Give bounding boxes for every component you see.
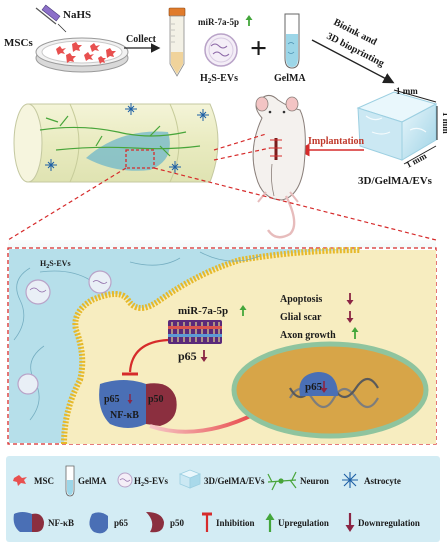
bioprinting-arrow — [311, 39, 395, 84]
h2s-evs-label-panel: H2S-EVs — [40, 259, 71, 270]
gelma-tube-legend-icon — [65, 465, 75, 497]
legend-h2s-evs: H2S-EVs — [134, 476, 169, 488]
rat-icon — [252, 94, 306, 239]
axon-growth-up-arrow — [351, 327, 359, 339]
nucleus-p65-label: p65 — [305, 381, 323, 393]
upregulation-legend-icon — [265, 513, 275, 532]
legend-p50: p50 — [170, 518, 185, 528]
nfkb-label: NF-κB — [110, 410, 139, 421]
p50-legend-icon — [146, 512, 164, 533]
neuron-icon — [267, 471, 297, 491]
nucleus-p65-down-arrow — [320, 381, 328, 393]
downregulation-legend-icon — [345, 513, 355, 532]
dim-top: 1 mm — [396, 86, 418, 96]
p65-down-label: p65 — [178, 349, 197, 363]
cell-membrane — [61, 247, 361, 445]
nahs-label: NaHS — [63, 9, 91, 21]
h2s-ev-vesicle-icon — [204, 33, 238, 67]
cube-legend-icon — [178, 469, 202, 489]
dimension-lines — [393, 89, 438, 165]
legend-panel — [6, 456, 440, 542]
inhibition-legend-icon — [202, 512, 212, 532]
legend-msc: MSC — [34, 476, 54, 486]
zoom-connectors — [7, 133, 437, 241]
ecm-fibers — [13, 251, 261, 421]
msc-icon — [13, 475, 27, 486]
h2s-ev-legend-icon — [117, 472, 133, 488]
plus-sign: + — [250, 32, 267, 65]
mir-label-top: miR-7a-5p — [198, 17, 239, 27]
legend-downregulation: Downregulation — [358, 518, 420, 528]
centrifuge-tube-icon — [168, 7, 186, 77]
p65-in-nucleus — [299, 372, 338, 396]
inhibition-line — [128, 338, 169, 373]
mscs-label: MSCs — [4, 37, 33, 49]
glial-scar-down-arrow — [346, 311, 354, 323]
implantation-label: Implantation — [308, 136, 365, 147]
legend-neuron: Neuron — [300, 476, 329, 486]
gelma-label-top: GelMA — [274, 73, 306, 84]
spinal-cord-conduit — [13, 103, 219, 183]
legend-gelma: GelMA — [78, 476, 107, 486]
astrocyte-icon — [342, 472, 358, 488]
msc-dish — [35, 37, 129, 73]
h2s-evs-label-top: H2S-EVs — [200, 73, 238, 85]
legend-construct: 3D/GelMA/EVs — [204, 476, 265, 486]
apoptosis-down-arrow — [346, 293, 354, 305]
axon-growth-label: Axon growth — [280, 330, 336, 341]
gelma-tube-icon — [284, 13, 300, 69]
ev-vesicles — [17, 270, 112, 395]
p65-legend-icon — [89, 512, 108, 534]
nfkb-p50-label: p50 — [148, 394, 164, 405]
nfkb-p65-label: p65 — [104, 394, 120, 405]
gelma-cube-construct — [356, 91, 438, 161]
syringe-icon — [35, 4, 67, 33]
nfkb-legend-icon — [13, 512, 44, 532]
apoptosis-label: Apoptosis — [280, 294, 322, 305]
mir-label-panel: miR-7a-5p — [178, 305, 228, 317]
mirna-bundle-icon — [168, 320, 222, 344]
legend-upregulation: Upregulation — [278, 518, 329, 528]
nfkb-complex: p65 p50 NF-κB — [99, 380, 177, 428]
glial-scar-label: Glial scar — [280, 312, 322, 323]
up-arrow-icon — [239, 305, 247, 316]
legend-p65: p65 — [114, 518, 129, 528]
legend-inhibition: Inhibition — [216, 518, 255, 528]
collect-label: Collect — [126, 34, 157, 45]
legend-nfkb: NF-κB — [48, 518, 74, 528]
p65-down-arrow — [200, 350, 208, 362]
construct-label: 3D/GelMA/EVs — [358, 175, 433, 187]
legend-astrocyte: Astrocyte — [364, 476, 401, 486]
dim-right: 1 mm — [441, 112, 447, 134]
up-arrow-icon — [245, 15, 253, 26]
